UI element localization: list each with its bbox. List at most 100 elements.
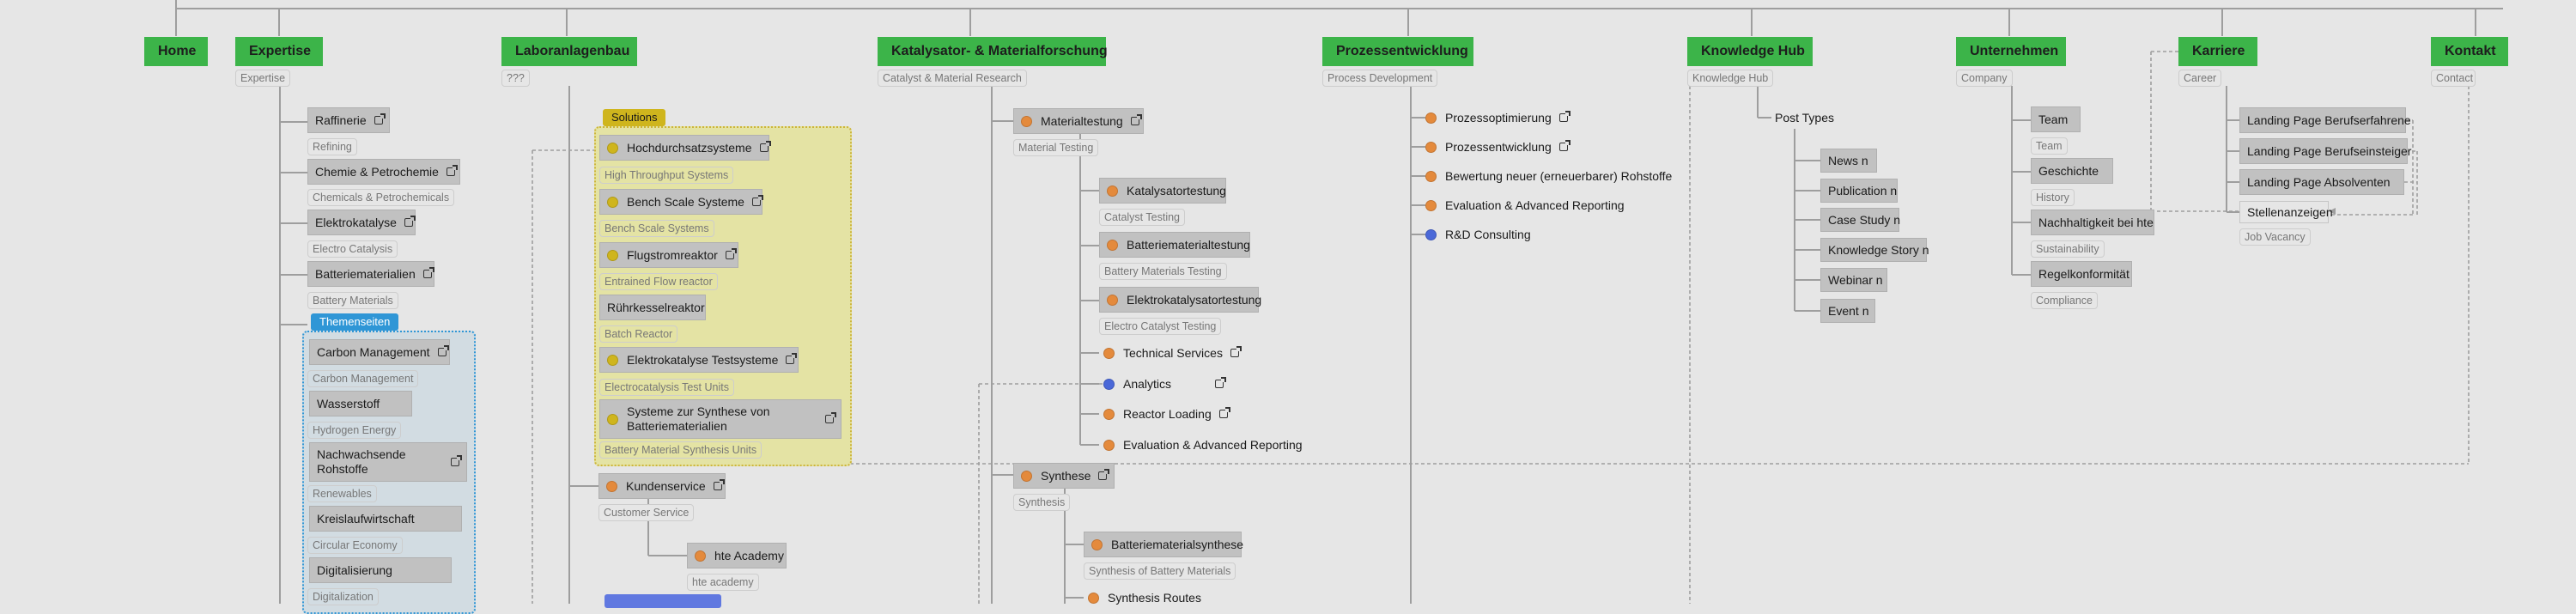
status-dot <box>1425 170 1437 182</box>
status-dot <box>607 196 618 208</box>
top-nav-knowledge-hub[interactable]: Knowledge Hub <box>1687 37 1813 66</box>
unternehmen-item-team[interactable]: Team <box>2031 106 2081 132</box>
status-dot <box>1021 115 1032 127</box>
top-nav-unternehmen[interactable]: Unternehmen <box>1956 37 2066 66</box>
knowledge-item-webinar[interactable]: Webinar n <box>1820 268 1887 292</box>
top-nav-laboranlagenbau-sub: ??? <box>501 70 530 87</box>
external-link-icon <box>1558 140 1571 151</box>
solution-bench-scale-systeme-sub: Bench Scale Systems <box>599 220 714 237</box>
themen-item-carbon-management-sub: Carbon Management <box>307 370 419 387</box>
top-nav-katalysator[interactable]: Katalysator- & Materialforschung <box>878 37 1108 66</box>
knowledge-item-case-study[interactable]: Case Study n <box>1820 208 1900 232</box>
status-dot <box>1103 408 1115 420</box>
laboranlagenbau-kundenservice[interactable]: Kundenservice <box>598 473 726 499</box>
solution-bench-scale-systeme[interactable]: Bench Scale Systeme <box>599 189 763 215</box>
themen-item-nachwachsende-rohstoffe-sub: Renewables <box>307 485 377 502</box>
karriere-stellenanzeigen[interactable]: Stellenanzeigen <box>2239 201 2333 223</box>
knowledge-post-types: Post Types <box>1775 111 1835 125</box>
top-nav-karriere[interactable]: Karriere <box>2178 37 2257 66</box>
solution-elektrokatalyse-testsysteme[interactable]: Elektrokatalyse Testsysteme <box>599 347 799 373</box>
themen-item-digitalisierung[interactable]: Digitalisierung <box>309 557 452 583</box>
top-nav-kontakt-sub: Contact <box>2431 70 2476 87</box>
unternehmen-item-regelkonformitaet[interactable]: Regelkonformität <box>2031 261 2132 287</box>
themen-item-carbon-management[interactable]: Carbon Management <box>309 339 450 365</box>
knowledge-item-event[interactable]: Event n <box>1820 299 1875 323</box>
knowledge-item-knowledge-story[interactable]: Knowledge Story n <box>1820 238 1929 262</box>
external-link-icon <box>404 216 416 227</box>
themen-item-wasserstoff[interactable]: Wasserstoff <box>309 391 412 416</box>
external-link-icon <box>437 345 449 356</box>
external-link-icon <box>725 248 737 259</box>
katalysator-materialtestung[interactable]: Materialtestung <box>1013 108 1144 134</box>
solution-systeme-synthese-sub: Battery Material Synthesis Units <box>599 441 762 459</box>
solution-flugstromreaktor[interactable]: Flugstromreaktor <box>599 242 738 268</box>
top-nav-kontakt[interactable]: Kontakt <box>2431 37 2508 66</box>
katalysator-reactor-loading[interactable]: Reactor Loading <box>1103 404 1230 423</box>
katalysator-technical-services[interactable]: Technical Services <box>1103 343 1242 362</box>
expertise-item-batteriematerialien-sub: Battery Materials <box>307 292 398 309</box>
unternehmen-item-nachhaltigkeit[interactable]: Nachhaltigkeit bei hte <box>2031 210 2154 235</box>
solution-hochdurchsatzsysteme[interactable]: Hochdurchsatzsysteme <box>599 135 771 161</box>
solution-elektrokatalyse-testsysteme-sub: Electrocatalysis Test Units <box>599 379 734 396</box>
katalysator-synthese[interactable]: Synthese <box>1013 463 1115 489</box>
external-link-icon <box>451 455 462 466</box>
status-dot <box>607 413 618 425</box>
status-dot <box>1425 199 1437 211</box>
karriere-landing-berufseinsteiger[interactable]: Landing Page Berufseinsteiger <box>2239 138 2411 164</box>
status-dot <box>1103 378 1115 390</box>
status-dot <box>607 142 618 154</box>
prozess-rd-consulting[interactable]: R&D Consulting <box>1425 225 1531 244</box>
knowledge-item-news[interactable]: News n <box>1820 149 1877 173</box>
top-nav-home[interactable]: Home <box>144 37 208 66</box>
katalysator-analytics[interactable]: Analytics <box>1103 374 1226 393</box>
status-dot <box>1107 239 1118 251</box>
external-link-icon <box>759 141 771 152</box>
external-link-icon <box>786 353 798 364</box>
status-dot <box>607 249 618 261</box>
themen-item-nachwachsende-rohstoffe[interactable]: Nachwachsende Rohstoffe <box>309 442 467 482</box>
karriere-landing-berufserfahrene[interactable]: Landing Page Berufserfahrene <box>2239 107 2411 133</box>
katalysator-evaluation-reporting[interactable]: Evaluation & Advanced Reporting <box>1103 435 1303 454</box>
themen-item-kreislaufwirtschaft-sub: Circular Economy <box>307 537 403 554</box>
unternehmen-item-team-sub: Team <box>2031 137 2068 155</box>
katalysator-synthese-sub: Synthesis <box>1013 494 1071 511</box>
solution-systeme-synthese[interactable]: Systeme zur Synthese von Batteriemateria… <box>599 399 841 439</box>
top-nav-prozessentwicklung[interactable]: Prozessentwicklung <box>1322 37 1473 66</box>
top-nav-katalysator-sub: Catalyst & Material Research <box>878 70 1027 87</box>
status-dot <box>1425 228 1437 240</box>
expertise-item-batteriematerialien[interactable]: Batteriematerialien <box>307 261 434 287</box>
karriere-landing-absolventen[interactable]: Landing Page Absolventen <box>2239 169 2404 195</box>
external-link-icon <box>751 195 763 206</box>
katalysator-batteriematerialsynthese[interactable]: Batteriematerialsynthese <box>1084 532 1243 557</box>
knowledge-item-publication[interactable]: Publication n <box>1820 179 1898 203</box>
prozess-prozessoptimierung[interactable]: Prozessoptimierung <box>1425 108 1571 127</box>
katalysator-batteriematerialsynthese-sub: Synthesis of Battery Materials <box>1084 562 1236 580</box>
status-dot <box>1088 592 1099 604</box>
katalysator-synthesis-routes[interactable]: Synthesis Routes <box>1088 588 1201 607</box>
expertise-item-chemie-sub: Chemicals & Petrochemicals <box>307 189 455 206</box>
external-link-icon <box>1218 407 1230 418</box>
expertise-item-elektrokatalyse[interactable]: Elektrokatalyse <box>307 210 416 235</box>
test-katalysatortestung[interactable]: Katalysatortestung <box>1099 178 1226 204</box>
status-dot <box>1103 439 1115 451</box>
unternehmen-item-geschichte[interactable]: Geschichte <box>2031 158 2113 184</box>
expertise-item-raffinerie[interactable]: Raffinerie <box>307 107 390 133</box>
top-nav-expertise[interactable]: Expertise <box>235 37 323 66</box>
status-dot <box>607 354 618 366</box>
solution-ruehrkesselreaktor[interactable]: Rührkesselreaktor <box>599 295 706 320</box>
top-nav-laboranlagenbau[interactable]: Laboranlagenbau <box>501 37 637 66</box>
test-batteriematerialtestung[interactable]: Batteriematerialtestung <box>1099 232 1250 258</box>
external-link-icon <box>1098 469 1110 480</box>
prozess-prozessentwicklung[interactable]: Prozessentwicklung <box>1425 137 1571 156</box>
laboranlagenbau-kundenservice-sub: Customer Service <box>598 504 695 521</box>
prozess-evaluation-reporting[interactable]: Evaluation & Advanced Reporting <box>1425 196 1625 215</box>
unternehmen-item-nachhaltigkeit-sub: Sustainability <box>2031 240 2105 258</box>
test-elektrokatalysatortestung[interactable]: Elektrokatalysatortestung <box>1099 287 1261 313</box>
external-link-icon <box>1230 346 1242 357</box>
laboranlagenbau-hte-academy[interactable]: hte Academy <box>687 543 787 568</box>
themen-item-kreislaufwirtschaft[interactable]: Kreislaufwirtschaft <box>309 506 462 532</box>
unternehmen-item-geschichte-sub: History <box>2031 189 2075 206</box>
prozess-bewertung-rohstoffe[interactable]: Bewertung neuer (erneuerbarer) Rohstoffe <box>1425 167 1672 185</box>
expertise-item-chemie[interactable]: Chemie & Petrochemie <box>307 159 460 185</box>
